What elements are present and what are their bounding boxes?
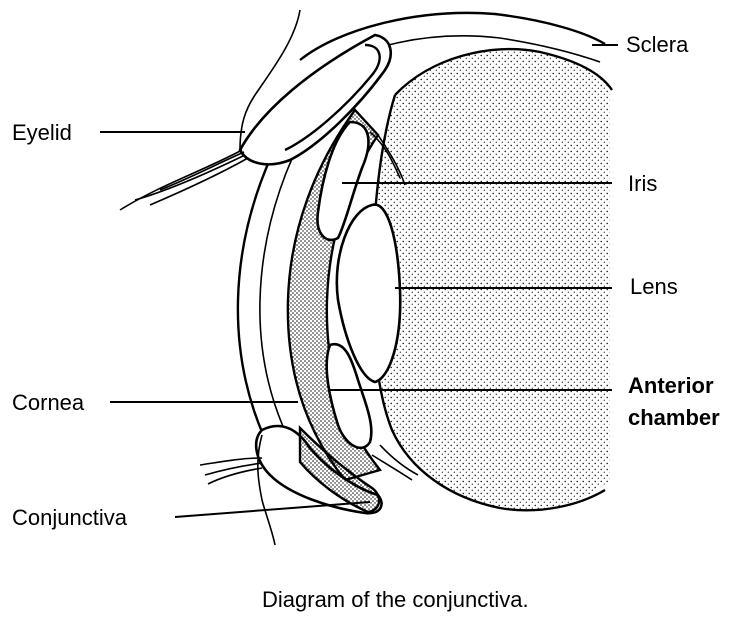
figure-caption: Diagram of the conjunctiva. [262, 587, 529, 612]
globe-stippled-region [372, 49, 610, 511]
ciliary-fibres [369, 131, 419, 481]
iris-upper [316, 120, 370, 242]
anterior-chamber-label-line2: chamber [628, 405, 720, 430]
upper-eyelid-conjunctiva [284, 43, 381, 152]
upper-eyelid-skin [239, 9, 301, 151]
iris-lower [325, 342, 373, 449]
lower-eyelashes [199, 457, 263, 485]
sclera-label: Sclera [626, 32, 689, 57]
upper-eyelashes [119, 149, 249, 211]
lower-eyelid-skin [257, 434, 276, 546]
eyelid-label: Eyelid [12, 120, 72, 145]
anterior-chamber-label-line1: Anterior [628, 373, 714, 398]
sclera-outer-line [299, 11, 606, 61]
lens [335, 203, 402, 384]
cornea-label: Cornea [12, 390, 85, 415]
iris-label: Iris [628, 171, 657, 196]
lower-eyelid-conjunctiva [298, 425, 381, 514]
upper-eyelid [238, 33, 393, 166]
conjunctiva-leader-line [174, 501, 371, 518]
globe-top-border-line [394, 47, 613, 96]
conjunctiva-label: Conjunctiva [12, 505, 128, 530]
lens-label: Lens [630, 274, 678, 299]
